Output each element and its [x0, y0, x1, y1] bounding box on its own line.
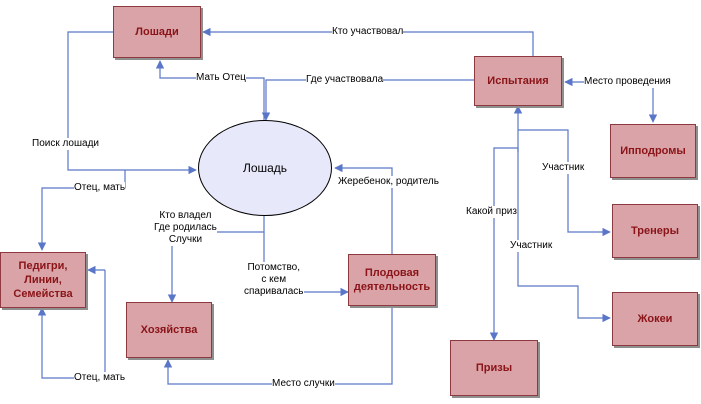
node-horses[interactable]: Лошади — [113, 6, 201, 58]
node-breeding[interactable]: Плодовая деятельность — [348, 254, 436, 306]
label-offspring: Потомство, с кем спаривалась — [244, 262, 304, 298]
edge-father-mother-bottom — [37, 270, 106, 379]
edge-who-participated — [202, 27, 534, 56]
label-participant-2: Участник — [510, 240, 553, 252]
edge-horse-search — [67, 31, 197, 175]
label-father-mother-bottom: Отец, мать — [74, 372, 126, 384]
node-trainers[interactable]: Тренеры — [612, 204, 698, 258]
label-venue: Место проведения — [584, 76, 671, 88]
node-horse[interactable]: Лошадь — [198, 120, 332, 216]
label-mating-place: Место случки — [272, 378, 335, 390]
label-horse-search: Поиск лошади — [32, 138, 100, 150]
edge-which-prize — [489, 147, 518, 341]
label-which-prize: Какой приз — [466, 206, 517, 218]
edge-mother-father — [155, 60, 265, 126]
node-owners[interactable]: Хозяйства — [126, 302, 212, 358]
node-pedigree[interactable]: Педигри, Линии, Семейства — [0, 252, 86, 308]
edge-owner-info — [167, 216, 265, 303]
node-prizes[interactable]: Призы — [450, 340, 538, 396]
node-jockeys[interactable]: Жокеи — [612, 292, 698, 346]
label-owner-info: Кто владел Где родилась Случки — [154, 210, 217, 246]
node-hippodromes[interactable]: Ипподромы — [610, 124, 696, 178]
label-where-participated: Где участвовала — [306, 74, 384, 86]
label-who-participated: Кто участвовал — [332, 26, 404, 38]
edge-participant-trainers — [518, 129, 611, 237]
node-trials[interactable]: Испытания — [474, 56, 562, 106]
edge-foal-parent — [334, 163, 393, 254]
label-foal-parent: Жеребенок, родитель — [338, 176, 439, 188]
label-father-mother-top: Отец, мать — [74, 182, 126, 194]
label-participant-1: Участник — [542, 162, 585, 174]
label-mother-father: Мать Отец — [196, 72, 246, 84]
edge-where-participated — [261, 79, 474, 121]
